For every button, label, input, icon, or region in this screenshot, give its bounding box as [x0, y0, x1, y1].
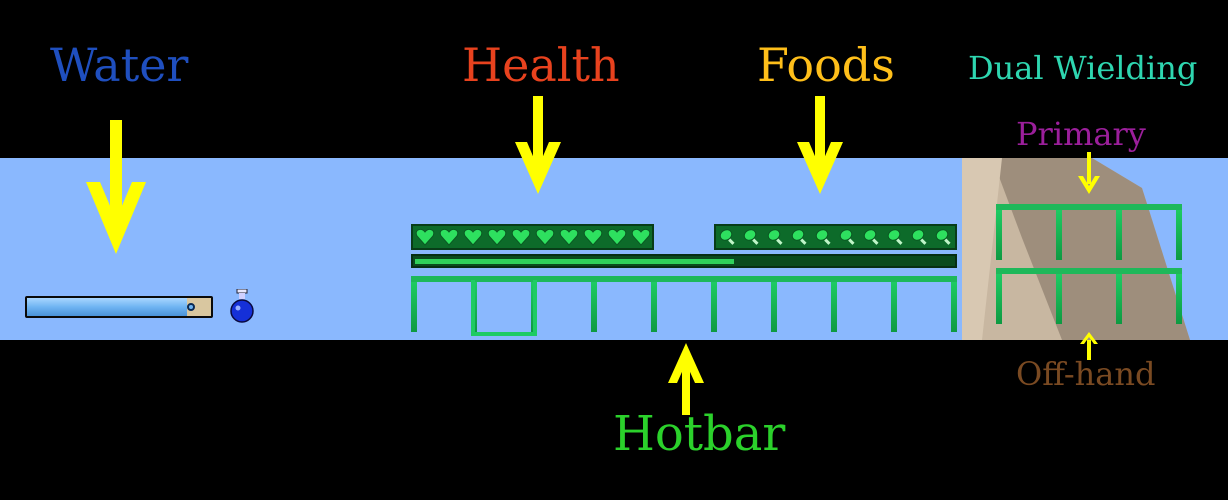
- drumstick-icon: [839, 229, 855, 245]
- health-label: Health: [462, 38, 620, 92]
- food-bar: [714, 224, 957, 250]
- hand-slot-divider: [1056, 210, 1062, 260]
- drumstick-icon: [791, 229, 807, 245]
- hand-slot-divider: [1176, 210, 1182, 260]
- heart-icon: [463, 228, 483, 246]
- off-hand-label: Off-hand: [1016, 355, 1156, 393]
- potion-icon: [230, 289, 254, 323]
- heart-icon: [487, 228, 507, 246]
- hand-slot-divider: [1056, 274, 1062, 324]
- foods-label: Foods: [757, 38, 895, 92]
- hotbar-slot-divider: [771, 282, 777, 332]
- drumstick-icon: [815, 229, 831, 245]
- experience-bar: [411, 254, 957, 268]
- primary-slots-frame: [996, 204, 1182, 210]
- water-arrow-icon: [86, 120, 146, 254]
- hotbar-slot-divider: [711, 282, 717, 332]
- hotbar-frame: [411, 276, 957, 282]
- water-bar: [25, 296, 213, 318]
- dual-wielding-label: Dual Wielding: [968, 49, 1198, 87]
- water-label: Water: [50, 38, 189, 92]
- hotbar-slot-divider: [951, 282, 957, 332]
- primary-label: Primary: [1016, 115, 1146, 153]
- health-bar: [411, 224, 654, 250]
- heart-icon: [559, 228, 579, 246]
- primary-hand-slots[interactable]: [996, 204, 1182, 264]
- hand-slot-divider: [996, 274, 1002, 324]
- heart-icon: [439, 228, 459, 246]
- rock-cliff: [962, 158, 1190, 340]
- drumstick-icon: [887, 229, 903, 245]
- hotbar-selected-slot[interactable]: [471, 280, 537, 336]
- experience-fill: [415, 259, 734, 264]
- foods-arrow-icon: [797, 96, 843, 194]
- drumstick-icon: [719, 229, 735, 245]
- heart-icon: [535, 228, 555, 246]
- bubble-icon: [187, 303, 195, 311]
- hotbar-slot-divider: [831, 282, 837, 332]
- off-hand-arrow-icon: [1080, 332, 1098, 360]
- hand-slot-divider: [996, 210, 1002, 260]
- off-hand-slots-frame: [996, 268, 1182, 274]
- hotbar-slot-divider: [891, 282, 897, 332]
- hotbar-arrow-icon: [668, 343, 704, 415]
- hotbar-slot-divider: [411, 282, 417, 332]
- heart-icon: [631, 228, 651, 246]
- drumstick-icon: [911, 229, 927, 245]
- heart-icon: [583, 228, 603, 246]
- hand-slot-divider: [1176, 274, 1182, 324]
- health-arrow-icon: [515, 96, 561, 194]
- heart-icon: [607, 228, 627, 246]
- hand-slot-divider: [1116, 274, 1122, 324]
- drumstick-icon: [935, 229, 951, 245]
- primary-arrow-icon: [1078, 152, 1100, 194]
- heart-icon: [511, 228, 531, 246]
- hotbar-slot-divider: [651, 282, 657, 332]
- drumstick-icon: [863, 229, 879, 245]
- hotbar-slot-divider: [591, 282, 597, 332]
- hand-slot-divider: [1116, 210, 1122, 260]
- heart-icon: [415, 228, 435, 246]
- hotbar-label: Hotbar: [613, 406, 786, 462]
- water-bar-empty: [187, 298, 211, 316]
- drumstick-icon: [767, 229, 783, 245]
- off-hand-slots[interactable]: [996, 268, 1182, 328]
- hotbar[interactable]: [411, 276, 957, 336]
- drumstick-icon: [743, 229, 759, 245]
